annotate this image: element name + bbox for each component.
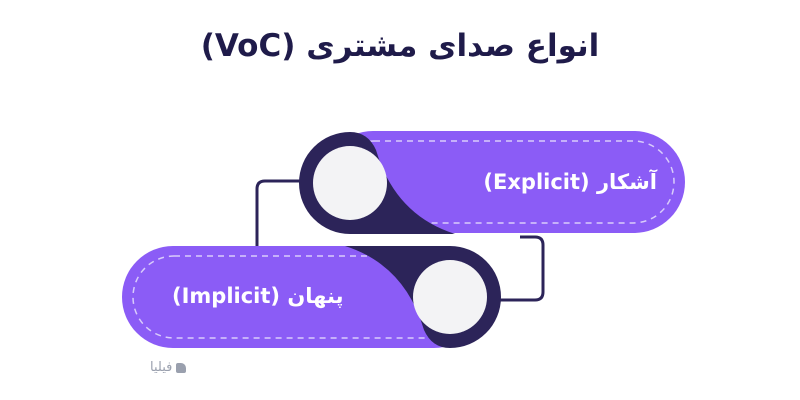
explicit-pill — [299, 131, 685, 234]
explicit-circle — [313, 146, 387, 220]
connector-line-right — [480, 235, 545, 302]
logo-icon — [176, 362, 187, 373]
logo-text: فیلیا — [150, 360, 173, 375]
implicit-pill — [122, 246, 501, 348]
filia-logo: فیلیا — [150, 360, 187, 375]
implicit-circle — [413, 260, 487, 334]
implicit-label: پنهان (Implicit) — [172, 284, 344, 308]
page-title: انواع صدای مشتری (VoC) — [200, 28, 600, 64]
connector-line-left — [255, 179, 300, 246]
explicit-label: آشکار (Explicit) — [483, 170, 657, 194]
